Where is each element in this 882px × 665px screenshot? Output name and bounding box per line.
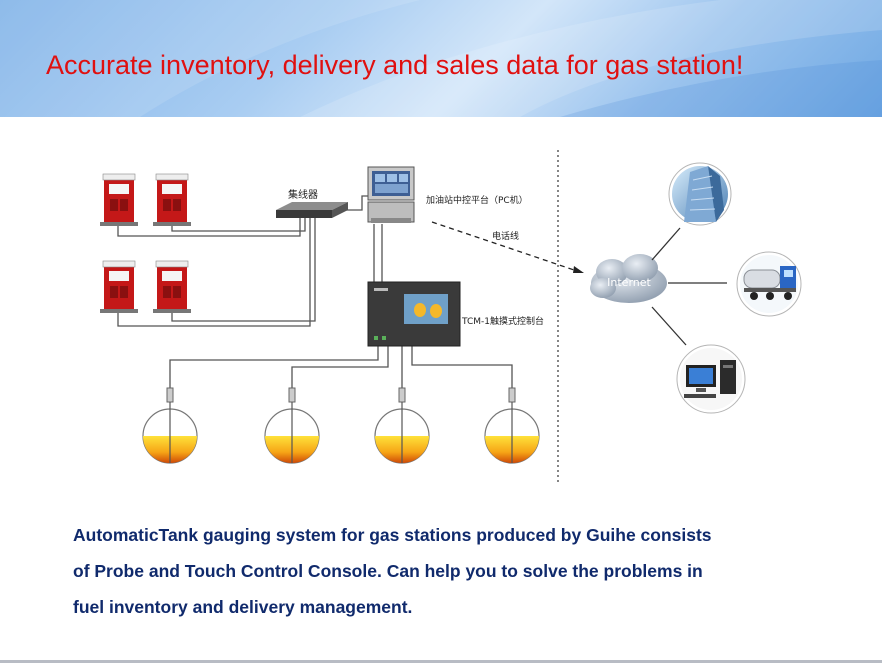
title-banner: Accurate inventory, delivery and sales d… [0, 0, 882, 117]
storage-tank-3 [374, 387, 430, 464]
fuel-dispenser-3 [100, 260, 138, 313]
network-hub [276, 202, 348, 218]
arrow-head-icon [573, 266, 584, 273]
system-diagram: 集线器 加油站中控平台（PC机） 电话线 TCM-1触摸式控制台 [100, 150, 802, 485]
fuel-dispenser-1 [100, 173, 138, 226]
remote-computer-icon [676, 344, 746, 414]
storage-tank-1 [142, 387, 198, 464]
console-label: TCM-1触摸式控制台 [461, 315, 544, 327]
description-line-2: of Probe and Touch Control Console. Can … [73, 561, 703, 581]
internet-label: Internet [607, 276, 651, 289]
fuel-dispenser-2 [153, 173, 191, 226]
tanker-truck-icon [736, 251, 802, 317]
phone-line-label: 电话线 [492, 230, 519, 242]
link-to-remote-pc [651, 306, 687, 346]
hub-label: 集线器 [288, 188, 318, 201]
page-title: Accurate inventory, delivery and sales d… [46, 50, 744, 80]
touch-control-console [367, 281, 461, 347]
office-building-icon [668, 162, 732, 226]
fuel-dispenser-4 [153, 260, 191, 313]
pc-label: 加油站中控平台（PC机） [426, 194, 528, 206]
description-line-3: fuel inventory and delivery management. [73, 597, 413, 617]
banner-wave-pattern [0, 0, 882, 117]
storage-tank-2 [264, 387, 320, 464]
central-pc [367, 166, 415, 223]
bottom-divider [0, 660, 882, 663]
description-text: AutomaticTank gauging system for gas sta… [73, 517, 813, 625]
connection-lines [117, 195, 513, 394]
storage-tank-4 [484, 387, 540, 464]
phone-line-connection [431, 221, 581, 273]
description-line-1: AutomaticTank gauging system for gas sta… [73, 525, 712, 545]
link-to-headquarters [651, 227, 681, 261]
internet-cloud [590, 254, 667, 303]
